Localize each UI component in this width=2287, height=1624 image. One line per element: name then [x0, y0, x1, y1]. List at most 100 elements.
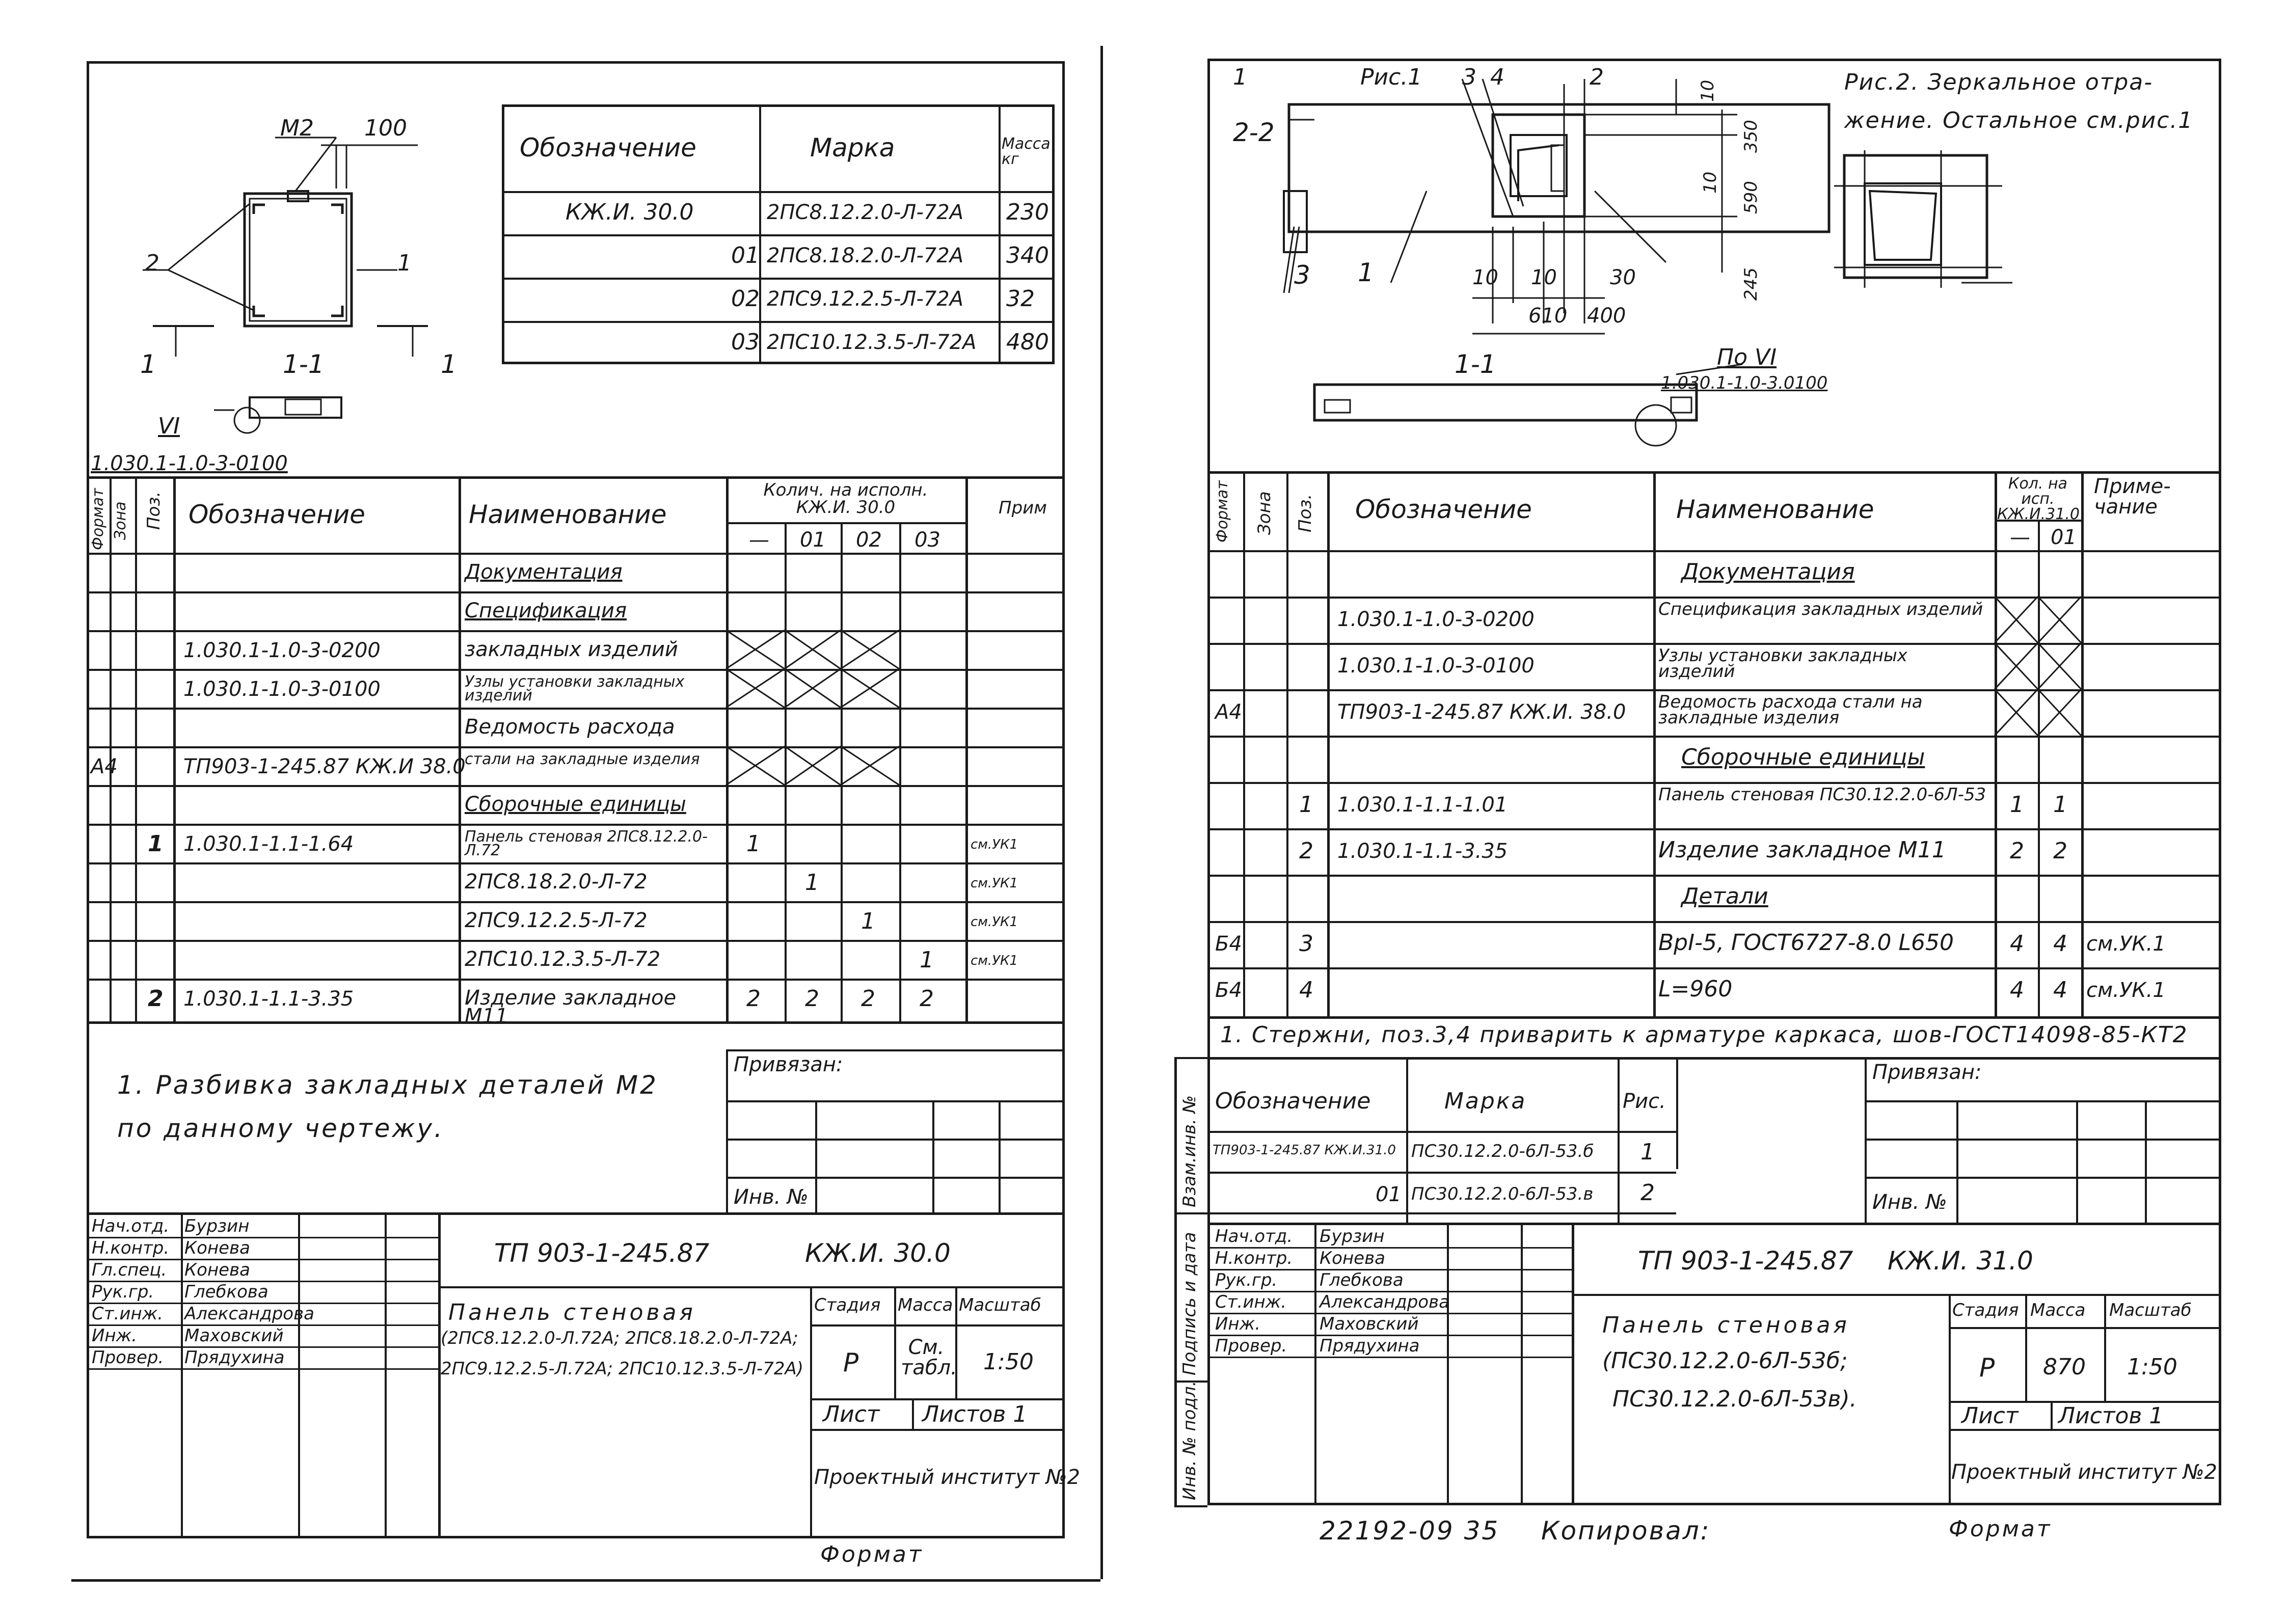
rbom-name: Спецификация закладных изделий: [1658, 599, 1983, 619]
rbom-qty: 4: [2053, 931, 2067, 957]
bom-name: Документация: [465, 560, 623, 584]
sig-name: Александрова: [184, 1304, 314, 1324]
bom-h-note: Прим: [999, 498, 1047, 518]
bom-name: Узлы установки закладных изделий: [465, 673, 685, 705]
bom-cross-line: [840, 745, 900, 786]
r-cut11: 1-1: [1455, 349, 1496, 379]
bom-cross-line: [784, 745, 841, 786]
bom-name: Спецификация: [465, 599, 627, 622]
spec-r2-mass: 32: [1006, 286, 1035, 312]
label-m2: М2: [280, 115, 314, 141]
spec-r1-mark: 2ПС8.18.2.0-Л-72А: [767, 244, 964, 267]
bom-note: см.УК1: [971, 876, 1018, 891]
bom-cross-line: [725, 629, 785, 670]
bom-qty: 1: [746, 831, 761, 857]
left-inv-label: Инв. №: [734, 1185, 809, 1209]
mark-h-fig: Рис.: [1623, 1090, 1666, 1113]
sig-role: Ст.инж.: [1215, 1292, 1287, 1312]
rbom-name: ВрI-5, ГОСТ6727-8.0 L650: [1658, 930, 1954, 956]
bom-name: стали на закладные изделия: [465, 750, 700, 768]
rbom-cross-line: [1994, 596, 2039, 644]
rbom-name: Детали: [1681, 883, 1768, 909]
bom-cross-line: [784, 629, 841, 670]
rbom-row-line: [1207, 597, 2221, 599]
r-dim10c: 10: [1472, 266, 1498, 289]
mark-r0-designation: ТП903-1-245.87 КЖ.И.31.0: [1213, 1143, 1396, 1158]
right-sheet: Лист: [1961, 1403, 2019, 1429]
sig-role: Инж.: [1215, 1314, 1261, 1334]
rbom-h-qty: Кол. на исп. КЖ.И.31.0: [1997, 475, 2080, 523]
spec-r2-mark: 2ПС9.12.2.5-Л-72А: [767, 287, 964, 311]
bom-cross-line: [784, 668, 841, 709]
r-dim610: 610: [1528, 304, 1568, 328]
right-inv-label: Инв. №: [1872, 1190, 1947, 1214]
bom-designation: 1.030.1-1.1-1.64: [183, 832, 354, 856]
spec-r2-designation: 02: [731, 286, 760, 312]
left-scale: 1:50: [983, 1349, 1034, 1375]
bom-pos: 2: [148, 986, 164, 1012]
bom-qty: 2: [861, 986, 875, 1012]
bom-note: см.УК1: [971, 837, 1018, 852]
spec-h-mark: Марка: [810, 133, 895, 163]
bom-pos: 1: [148, 831, 164, 857]
right-scale: 1:50: [2127, 1354, 2177, 1380]
bom-designation: ТП903-1-245.87 КЖ.И 38.0: [183, 755, 466, 778]
right-mass: 870: [2043, 1354, 2086, 1380]
bom-row-line: [87, 940, 1065, 942]
left-code: ТП 903-1-245.87: [494, 1238, 710, 1268]
rbom-name: Изделие закладное М11: [1658, 837, 1946, 863]
r-fig1: Рис.1: [1360, 64, 1422, 90]
rbom-format: А4: [1215, 700, 1242, 724]
rbom-pos: 4: [1299, 977, 1313, 1003]
rbom-pos: 2: [1299, 838, 1313, 864]
r-sec22: 2-2: [1233, 118, 1275, 147]
sig-row-line: [1207, 1247, 1572, 1249]
sig-row-line: [87, 1303, 438, 1304]
cut-mid: 1-1: [283, 349, 325, 379]
bom-cross-line: [725, 745, 785, 786]
left-sheet-code: КЖ.И. 30.0: [805, 1238, 951, 1268]
bom-designation: 1.030.1-1.1-3.35: [183, 987, 354, 1011]
sig-row-line: [87, 1346, 438, 1348]
right-privyazan-label: Привязан:: [1872, 1061, 1982, 1084]
rbom-cross-line: [2037, 642, 2082, 690]
sig-row-line: [87, 1237, 438, 1238]
left-section-drawing: [143, 137, 428, 434]
right-note: 1. Стержни, поз.3,4 приварить к арматуре…: [1220, 1022, 2188, 1048]
label-1: 1: [397, 250, 412, 276]
sig-row-line: [87, 1281, 438, 1282]
rbom-qty: 4: [2053, 977, 2067, 1003]
sig-row-line: [1207, 1335, 1572, 1336]
bom-format: А4: [91, 755, 118, 778]
rbom-cross-line: [1994, 688, 2039, 737]
left-sheet-frame: [87, 61, 1065, 1538]
bom-row-line: [87, 979, 1065, 981]
mark-h-mark: Марка: [1444, 1088, 1527, 1114]
r-lbl1: 1: [1358, 258, 1374, 287]
bom-row-line: [87, 708, 1065, 710]
sig-name: Глебкова: [184, 1282, 268, 1302]
sig-role: Н.контр.: [92, 1238, 170, 1258]
rbom-name: Панель стеновая ПС30.12.2.0-6Л-53: [1658, 784, 1986, 805]
bom-h-q2: 02: [856, 528, 882, 552]
sig-name: Прядухина: [1320, 1336, 1420, 1356]
bom-qty: 1: [805, 870, 819, 896]
rbom-row-line: [1207, 875, 2221, 877]
bom-cross-line: [725, 668, 785, 709]
sig-row-line: [1207, 1357, 1572, 1358]
bom-h-q0: —: [749, 528, 769, 552]
bom-designation: 1.030.1-1.0-3-0200: [183, 639, 381, 662]
spec-r0-mark: 2ПС8.12.2.0-Л-72А: [767, 201, 964, 224]
right-stage-h: Стадия: [1952, 1300, 2019, 1320]
mark-h-designation: Обозначение: [1215, 1088, 1371, 1114]
r-dim30: 30: [1610, 266, 1636, 289]
sig-role: Инж.: [92, 1325, 138, 1346]
bom-row-line: [87, 630, 1065, 632]
bom-row-line: [87, 746, 1065, 748]
mark-r0-fig: 1: [1640, 1139, 1655, 1165]
sig-row-line: [1207, 1269, 1572, 1270]
rbom-row-line: [1207, 736, 2221, 738]
bom-name: 2ПС9.12.2.5-Л-72: [465, 909, 648, 932]
